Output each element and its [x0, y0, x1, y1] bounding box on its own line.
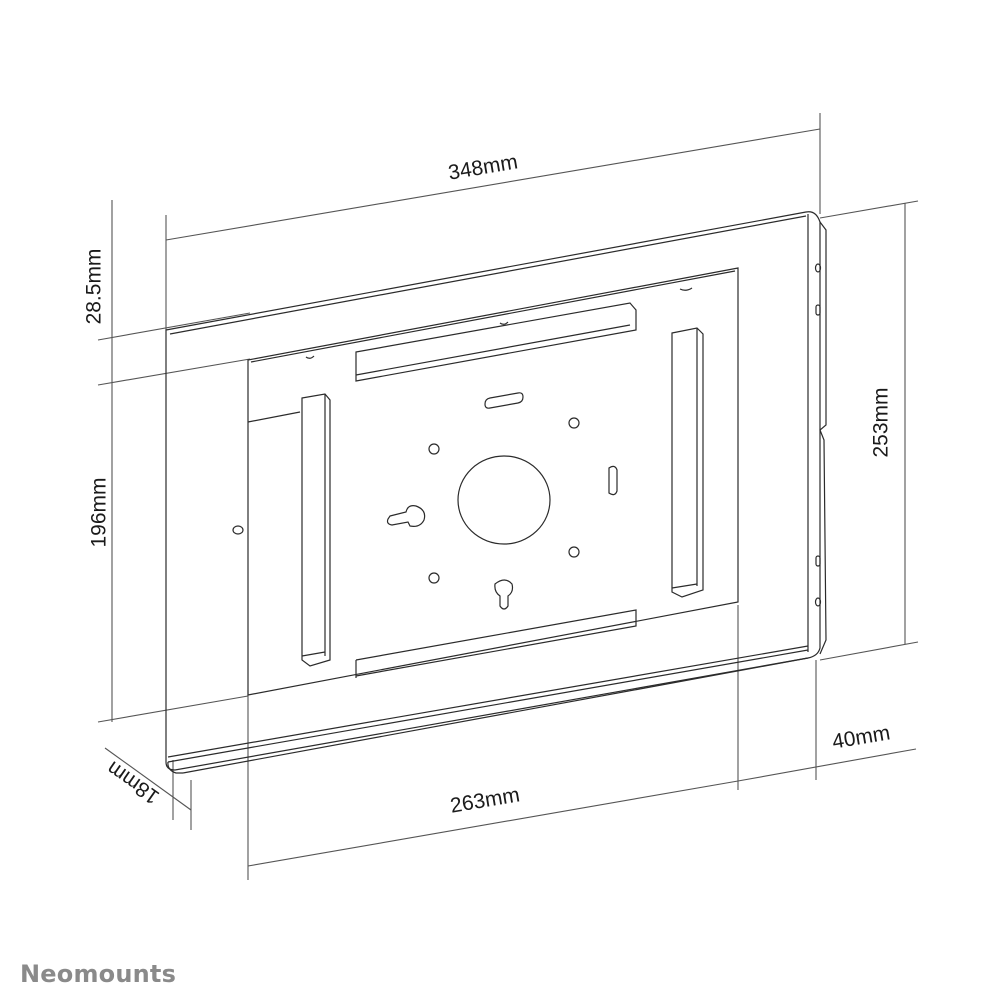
brand-logo: Neomounts — [20, 960, 177, 988]
dimension-total-height: 253mm — [869, 387, 893, 458]
dimension-top-bezel: 28.5mm — [82, 248, 106, 325]
enclosure-outline — [165, 211, 827, 774]
dimension-inner-height: 196mm — [87, 477, 111, 548]
dimension-lines — [97, 113, 919, 880]
